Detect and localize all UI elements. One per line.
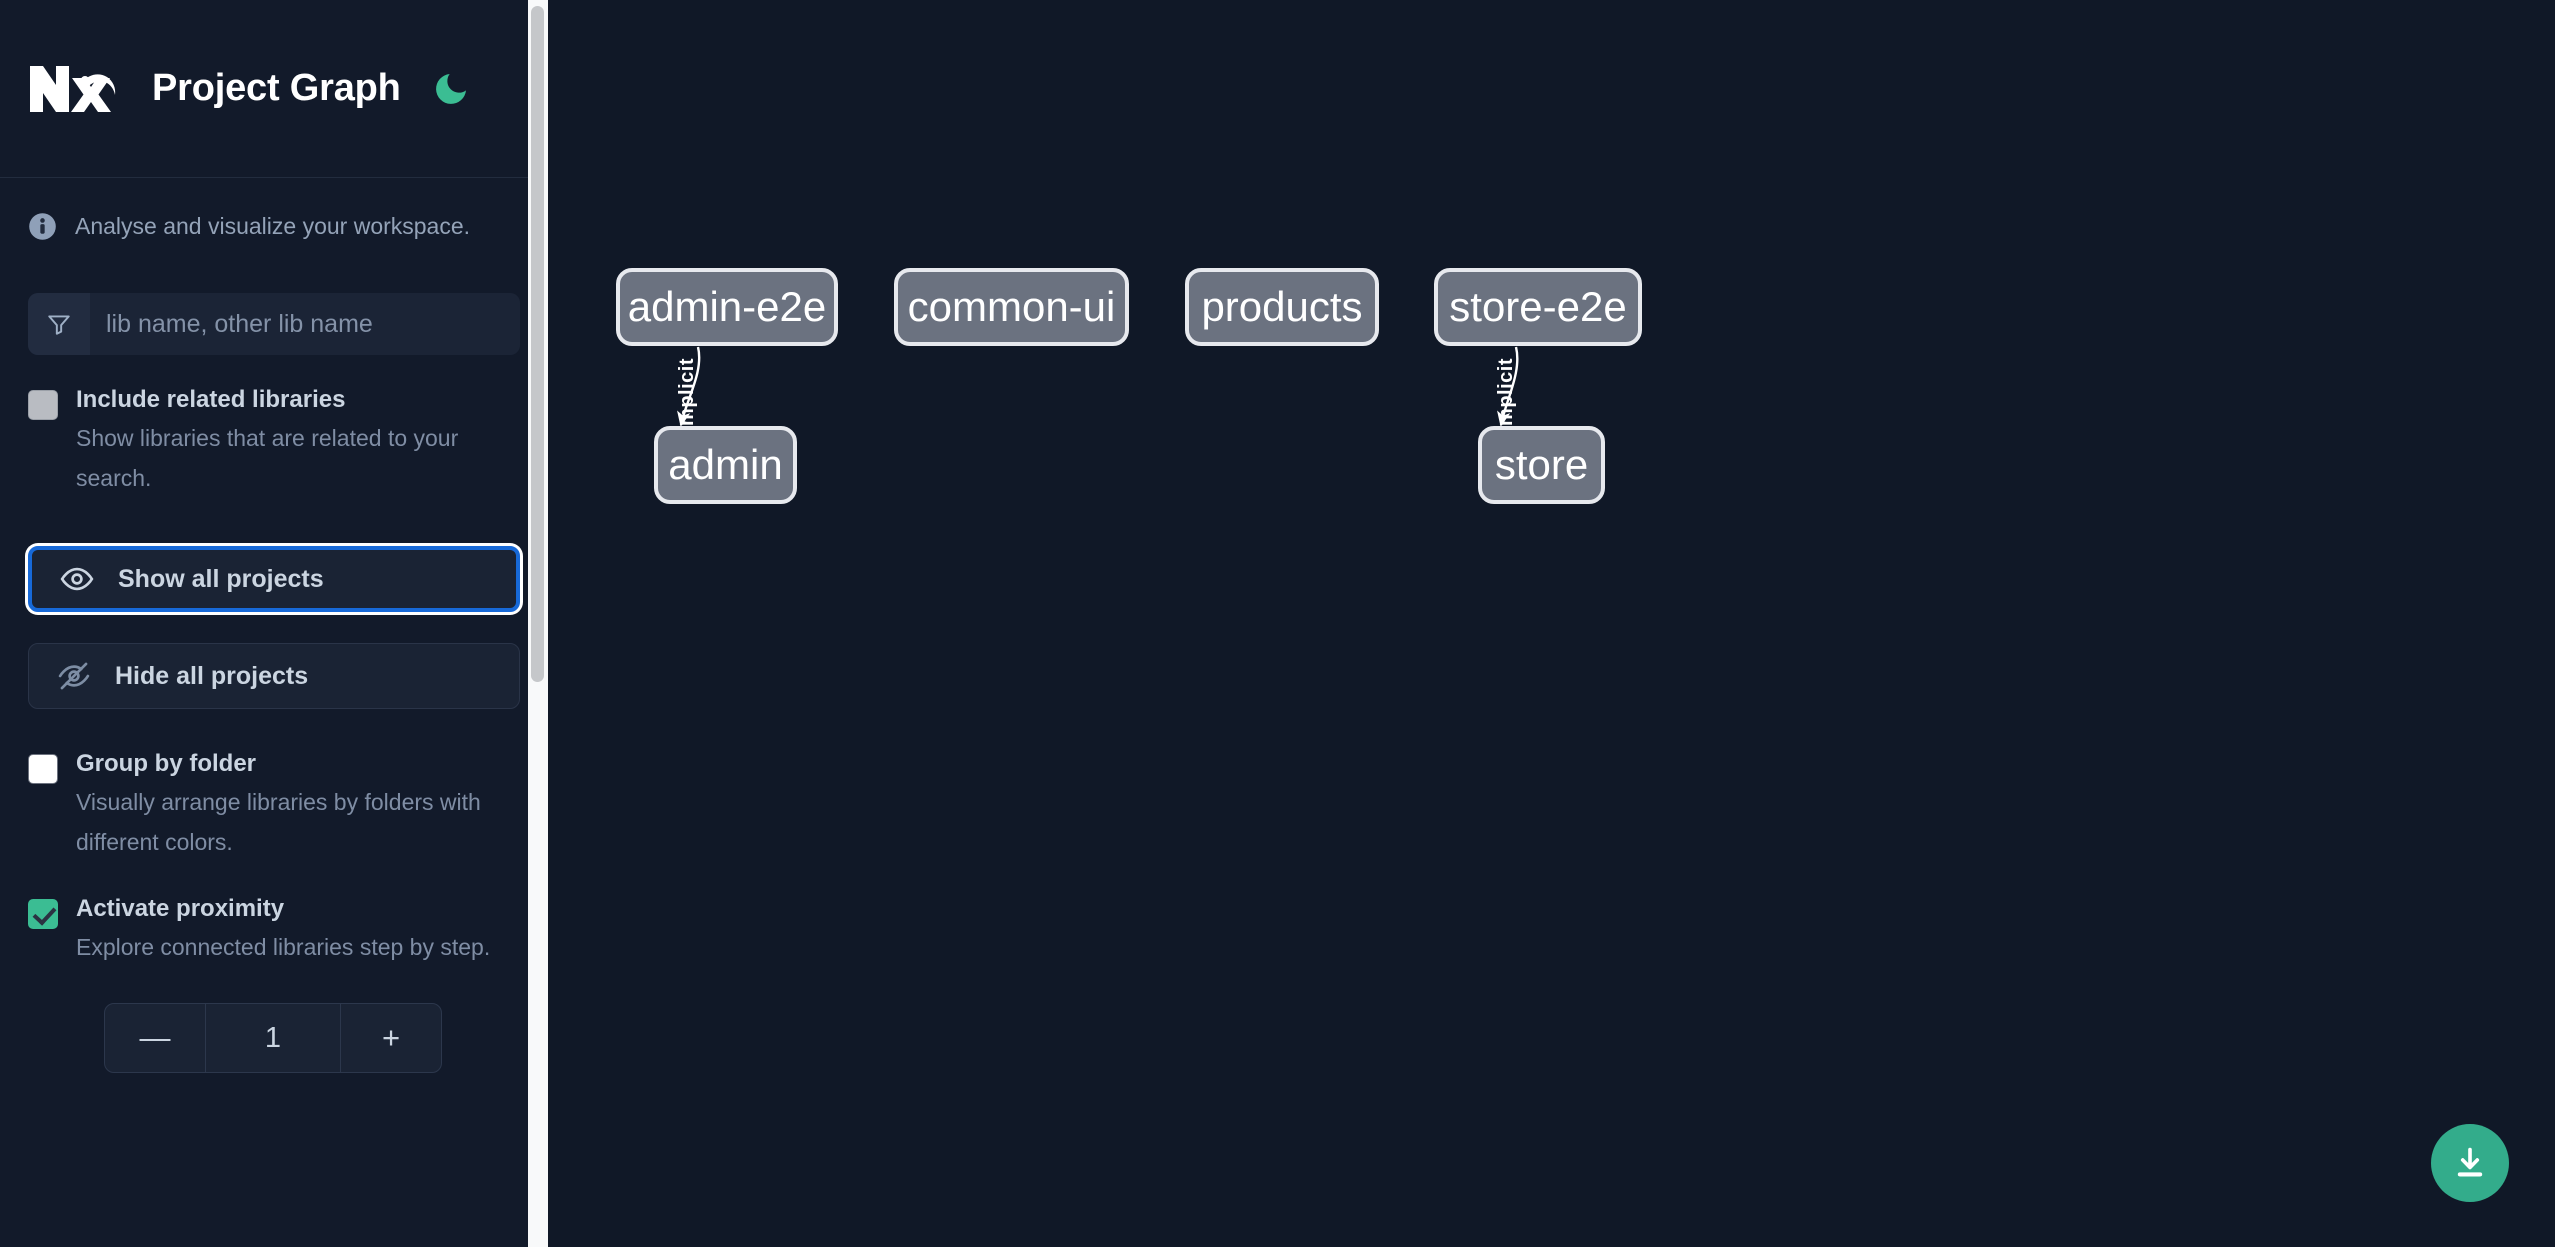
graph-node-products[interactable]: products <box>1185 268 1379 346</box>
activate-proximity-label: Activate proximity <box>76 895 285 922</box>
option-group-by-folder[interactable]: Group by folder Visually arrange librari… <box>0 749 548 862</box>
graph-canvas[interactable]: implicit implicit admin-e2e common-ui prod… <box>548 0 2555 1247</box>
graph-node-common-ui[interactable]: common-ui <box>894 268 1129 346</box>
graph-node-label: common-ui <box>907 283 1116 330</box>
proximity-increment-button[interactable]: + <box>340 1004 441 1072</box>
option-include-related-libraries[interactable]: Include related libraries Show libraries… <box>0 385 548 498</box>
proximity-decrement-button[interactable]: — <box>105 1004 206 1072</box>
graph-edges <box>677 346 1519 427</box>
graph-layer: implicit implicit admin-e2e common-ui prod… <box>548 0 2555 1247</box>
group-by-folder-label: Group by folder <box>76 750 256 777</box>
download-graph-button[interactable] <box>2431 1124 2509 1202</box>
edge-label-admin-e2e-admin: implicit <box>676 358 698 433</box>
search-input[interactable] <box>90 293 520 355</box>
moon-icon[interactable] <box>431 69 471 109</box>
proximity-value[interactable]: 1 <box>264 1021 282 1054</box>
group-by-folder-description: Visually arrange libraries by folders wi… <box>76 789 481 855</box>
tagline: Analyse and visualize your workspace. <box>0 178 548 241</box>
show-all-projects-button[interactable]: Show all projects <box>28 546 520 612</box>
graph-node-label: admin <box>668 441 783 488</box>
hide-all-projects-button[interactable]: Hide all projects <box>28 643 520 709</box>
graph-node-label: products <box>1201 283 1363 330</box>
sidebar-scrollbar-thumb[interactable] <box>531 6 544 682</box>
include-related-libraries-description: Show libraries that are related to your … <box>76 425 459 491</box>
graph-node-label: store <box>1494 441 1589 488</box>
info-icon <box>29 213 56 240</box>
tagline-text: Analyse and visualize your workspace. <box>75 213 471 239</box>
sidebar-scrollbar-track[interactable] <box>528 0 548 1247</box>
page-title: Project Graph <box>152 67 401 109</box>
option-activate-proximity[interactable]: Activate proximity Explore connected lib… <box>0 894 548 967</box>
sidebar: Project Graph Analyse and visualize your… <box>0 0 548 1247</box>
sidebar-header: Project Graph <box>0 0 548 178</box>
funnel-icon <box>48 315 70 335</box>
group-by-folder-checkbox[interactable] <box>28 754 58 784</box>
graph-node-label: admin-e2e <box>627 283 827 330</box>
filter-icon-button[interactable] <box>28 293 90 355</box>
activate-proximity-checkbox[interactable] <box>28 899 58 929</box>
graph-node-store[interactable]: store <box>1478 426 1605 504</box>
graph-node-label: store-e2e <box>1449 283 1627 330</box>
nx-logo-icon <box>30 65 116 112</box>
graph-node-store-e2e[interactable]: store-e2e <box>1434 268 1642 346</box>
eye-icon <box>60 567 94 591</box>
graph-node-admin[interactable]: admin <box>654 426 797 504</box>
activate-proximity-description: Explore connected libraries step by step… <box>76 934 491 960</box>
show-all-projects-label: Show all projects <box>118 564 324 593</box>
download-icon <box>2457 1147 2483 1177</box>
search-bar <box>28 293 520 355</box>
eye-off-icon <box>58 662 90 690</box>
include-related-libraries-label: Include related libraries <box>76 386 346 413</box>
graph-node-admin-e2e[interactable]: admin-e2e <box>616 268 838 346</box>
include-related-libraries-checkbox[interactable] <box>28 390 58 420</box>
hide-all-projects-label: Hide all projects <box>115 661 309 690</box>
proximity-stepper: — 1 + <box>104 1003 442 1073</box>
edge-label-store-e2e-store: implicit <box>1495 358 1517 433</box>
